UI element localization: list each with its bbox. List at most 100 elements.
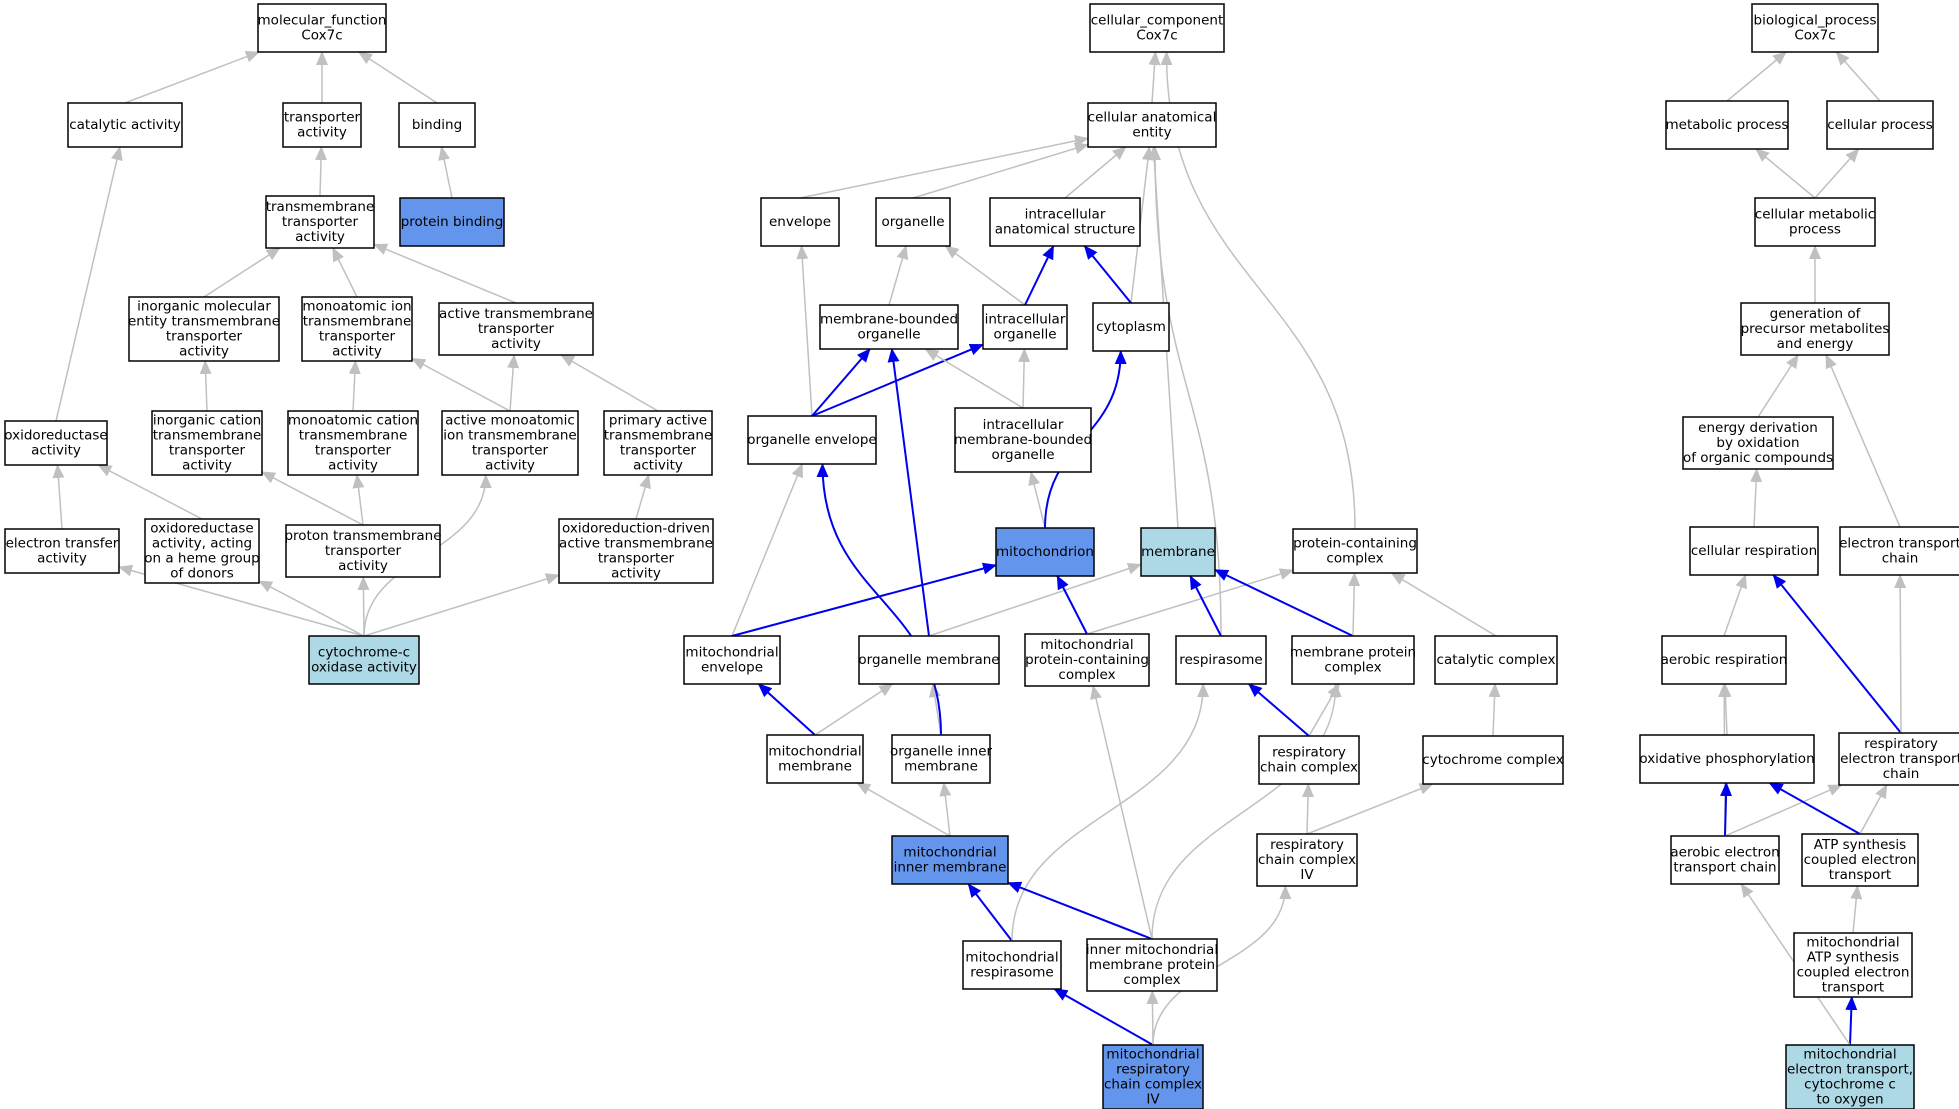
node-label-line: activity <box>332 344 382 360</box>
edge-mito_protein_complex-to-mitochondrion <box>1056 575 1088 635</box>
node-box <box>982 304 1068 350</box>
node-label-line: transport chain <box>1673 860 1776 876</box>
node-label-line: cytoplasm <box>1096 319 1166 335</box>
node-label-line: membrane <box>778 759 852 775</box>
node-box <box>1665 100 1789 150</box>
node-label-line: entity transmembrane <box>128 314 280 330</box>
node-label-line: respiratory <box>1270 837 1344 853</box>
edge-intracell_mem_bounded-to-mem_bounded <box>924 348 1024 409</box>
edge-mito_resp_chain_iv-to-mito_respirasome <box>1053 988 1154 1046</box>
node-label-line: aerobic electron <box>1670 845 1779 861</box>
node-mitochondrion: mitochondrion <box>995 527 1095 577</box>
node-monoatomic-cation: monoatomic cationtransmembranetransporte… <box>287 410 419 476</box>
node-label-line: ATP synthesis <box>1807 950 1899 966</box>
node-box <box>1661 635 1787 685</box>
node-label-line: transporter <box>315 443 392 459</box>
edge-resp_chain_complex-to-mem_protein_complex <box>1308 683 1340 737</box>
node-organelle: organelle <box>875 197 951 247</box>
node-binding: binding <box>398 102 476 148</box>
node-label-line: transmembrane <box>604 428 713 444</box>
node-box <box>603 410 713 476</box>
node-label-line: transporter <box>169 443 246 459</box>
edge-proton_tm-to-inorganic_cation <box>261 471 364 526</box>
node-box <box>1689 526 1819 576</box>
node-box <box>875 197 951 247</box>
node-label-line: metabolic process <box>1666 117 1789 133</box>
node-box <box>1256 833 1358 887</box>
node-label-line: coupled electron <box>1804 852 1917 868</box>
node-label-line: transporter <box>319 329 396 345</box>
node-inorganic-cation: inorganic cationtransmembranetransporter… <box>151 410 263 476</box>
edge-resp_chain_iv-to-resp_chain_complex <box>1302 783 1314 835</box>
node-box <box>128 296 280 362</box>
node-label-line: catalytic complex <box>1437 652 1556 668</box>
edge-cell_resp-to-energy_deriv <box>1750 468 1763 528</box>
edge-mito_protein_complex-to-protein_complex <box>1086 568 1294 635</box>
node-label-line: process <box>1789 222 1841 238</box>
node-label-line: electron transport <box>1839 536 1959 552</box>
node-label-line: cytochrome c <box>1804 1077 1896 1093</box>
edge-mem_protein_complex-to-membrane <box>1214 568 1354 637</box>
edge-mito_membrane-to-mito_envelope <box>757 683 816 736</box>
edge-primary_active-to-active_tm <box>560 354 659 412</box>
node-label-line: complex <box>1326 551 1383 567</box>
node-label-line: monoatomic cation <box>288 413 418 429</box>
node-box <box>257 3 387 53</box>
node-label-line: ion transmembrane <box>443 428 576 444</box>
edge-respirasome-to-cell_anat <box>1148 146 1222 637</box>
node-label-line: cellular_component <box>1091 13 1223 29</box>
node-label-line: mitochondrial <box>1806 935 1899 951</box>
node-label-line: mitochondrial <box>1040 637 1133 653</box>
node-label-line: protein-containing <box>1025 652 1149 668</box>
edge-inorganic_mol-to-tm_transporter <box>203 247 281 298</box>
node-label-line: cellular process <box>1827 117 1933 133</box>
node-label-line: coupled electron <box>1797 965 1910 981</box>
node-box <box>1826 100 1934 150</box>
node-label-line: transport <box>1822 980 1884 996</box>
node-box <box>1434 635 1558 685</box>
edge-cell_anat-to-cc_root <box>1148 51 1161 104</box>
node-label-line: respirasome <box>970 965 1054 981</box>
node-label-line: respiratory <box>1272 745 1346 761</box>
node-label-line: precursor metabolites <box>1741 321 1890 337</box>
node-ox-phos: oxidative phosphorylation <box>1639 734 1815 784</box>
node-box <box>1751 3 1879 53</box>
node-label-line: oxidoreductase <box>4 428 107 444</box>
node-box <box>995 527 1095 577</box>
node-label-line: and energy <box>1777 336 1854 352</box>
node-label-line: transporter <box>166 329 243 345</box>
node-box <box>858 635 1000 685</box>
edge-binding-to-mf_root <box>357 51 438 104</box>
node-box <box>282 102 362 148</box>
node-label-line: mitochondrial <box>903 845 996 861</box>
node-box <box>1024 633 1150 687</box>
edge-inorganic_cation-to-inorganic_mol <box>199 360 212 412</box>
edge-resp_chain_complex-to-respirasome <box>1248 683 1310 737</box>
node-box <box>1089 3 1225 53</box>
node-label-line: oxidase activity <box>311 660 417 676</box>
node-label-line: mitochondrial <box>1803 1047 1896 1063</box>
node-label-line: mitochondrial <box>768 744 861 760</box>
edge-cyt_c_oxidase-to-oxido_driven <box>363 573 560 637</box>
edge-mito_membrane-to-org_membrane <box>814 683 894 736</box>
node-label-line: proton transmembrane <box>284 528 441 544</box>
edge-oxido_driven-to-primary_active <box>635 474 651 520</box>
node-label-line: complex <box>1123 972 1180 988</box>
node-label-line: organelle envelope <box>747 432 876 448</box>
